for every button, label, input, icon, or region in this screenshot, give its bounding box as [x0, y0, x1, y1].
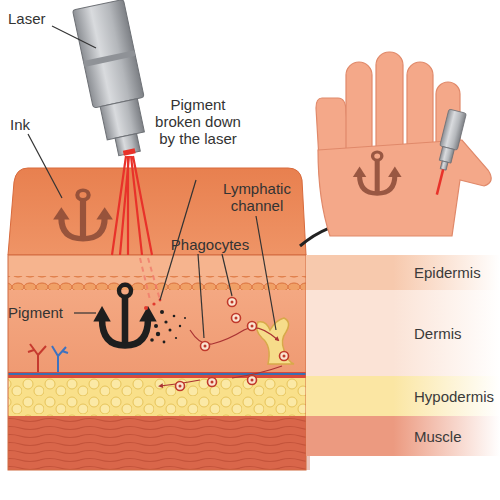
- layer-name: Dermis: [414, 325, 462, 342]
- layer-band: Epidermis: [306, 255, 500, 290]
- layer-band: Muscle: [306, 416, 500, 456]
- layer-band: Hypodermis: [306, 376, 500, 416]
- layer-name: Hypodermis: [414, 388, 494, 405]
- part-label: Pigment: [8, 304, 74, 321]
- part-label: Lymphatic channel: [212, 180, 302, 214]
- part-label: Phagocytes: [162, 236, 258, 253]
- part-label: Laser: [8, 10, 58, 27]
- layer-name: Muscle: [414, 428, 462, 445]
- layer-name: Epidermis: [414, 264, 481, 281]
- part-label: Ink: [10, 116, 50, 133]
- callout-label: Pigment broken down by the laser: [150, 96, 246, 147]
- layer-band: Dermis: [306, 290, 500, 376]
